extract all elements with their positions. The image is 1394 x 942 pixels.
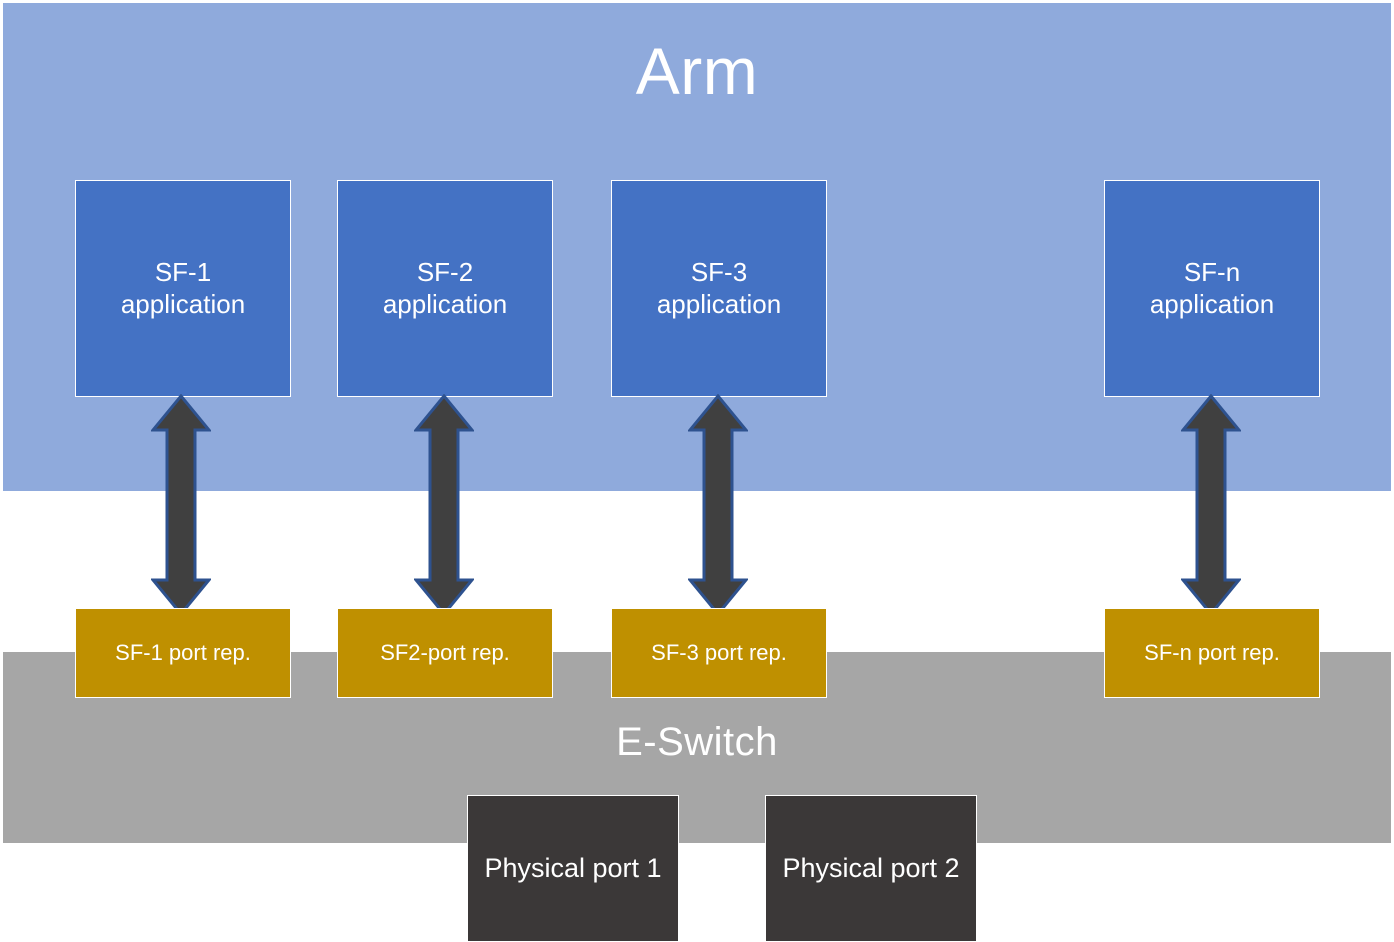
sf-3-port-representor-box[interactable]: SF-3 port rep.	[611, 608, 827, 698]
sf-2-application-label: SF-2 application	[377, 257, 513, 320]
eswitch-band-title: E-Switch	[616, 720, 778, 764]
sf-1-application-line2: application	[120, 288, 246, 319]
sf-2-application-line2: application	[382, 288, 508, 319]
sf-2-application-box[interactable]: SF-2 application	[337, 180, 553, 397]
physical-port-1-box[interactable]: Physical port 1	[467, 795, 679, 942]
sf-n-application-label: SF-n application	[1144, 257, 1280, 320]
double-arrow-icon-sf-3	[688, 394, 748, 616]
sf-1-port-representor-box[interactable]: SF-1 port rep.	[75, 608, 291, 698]
sf-2-port-representor-label: SF2-port rep.	[380, 639, 510, 665]
sf-1-application-line1: SF-1	[154, 256, 212, 287]
sf-3-port-representor-label: SF-3 port rep.	[651, 639, 787, 665]
sf-1-application-box[interactable]: SF-1 application	[75, 180, 291, 397]
sf-3-application-label: SF-3 application	[651, 257, 787, 320]
double-arrow-icon-sf-1	[151, 394, 211, 616]
sf-2-port-representor-box[interactable]: SF2-port rep.	[337, 608, 553, 698]
sf-3-application-line1: SF-3	[690, 256, 748, 287]
sf-n-application-line1: SF-n	[1183, 256, 1241, 287]
sf-3-application-box[interactable]: SF-3 application	[611, 180, 827, 397]
physical-port-1-label: Physical port 1	[484, 853, 662, 884]
sf-n-application-line2: application	[1149, 288, 1275, 319]
sf-1-application-label: SF-1 application	[115, 257, 251, 320]
sf-n-port-representor-box[interactable]: SF-n port rep.	[1104, 608, 1320, 698]
sf-n-application-box[interactable]: SF-n application	[1104, 180, 1320, 397]
sf-n-port-representor-label: SF-n port rep.	[1144, 639, 1280, 665]
sf-2-application-line1: SF-2	[416, 256, 474, 287]
arm-band-title: Arm	[635, 34, 759, 108]
double-arrow-icon-sf-2	[414, 394, 474, 616]
sf-1-port-representor-label: SF-1 port rep.	[115, 639, 251, 665]
double-arrow-icon-sf-n	[1181, 394, 1241, 616]
physical-port-2-label: Physical port 2	[782, 853, 960, 884]
physical-port-2-box[interactable]: Physical port 2	[765, 795, 977, 942]
sf-3-application-line2: application	[656, 288, 782, 319]
